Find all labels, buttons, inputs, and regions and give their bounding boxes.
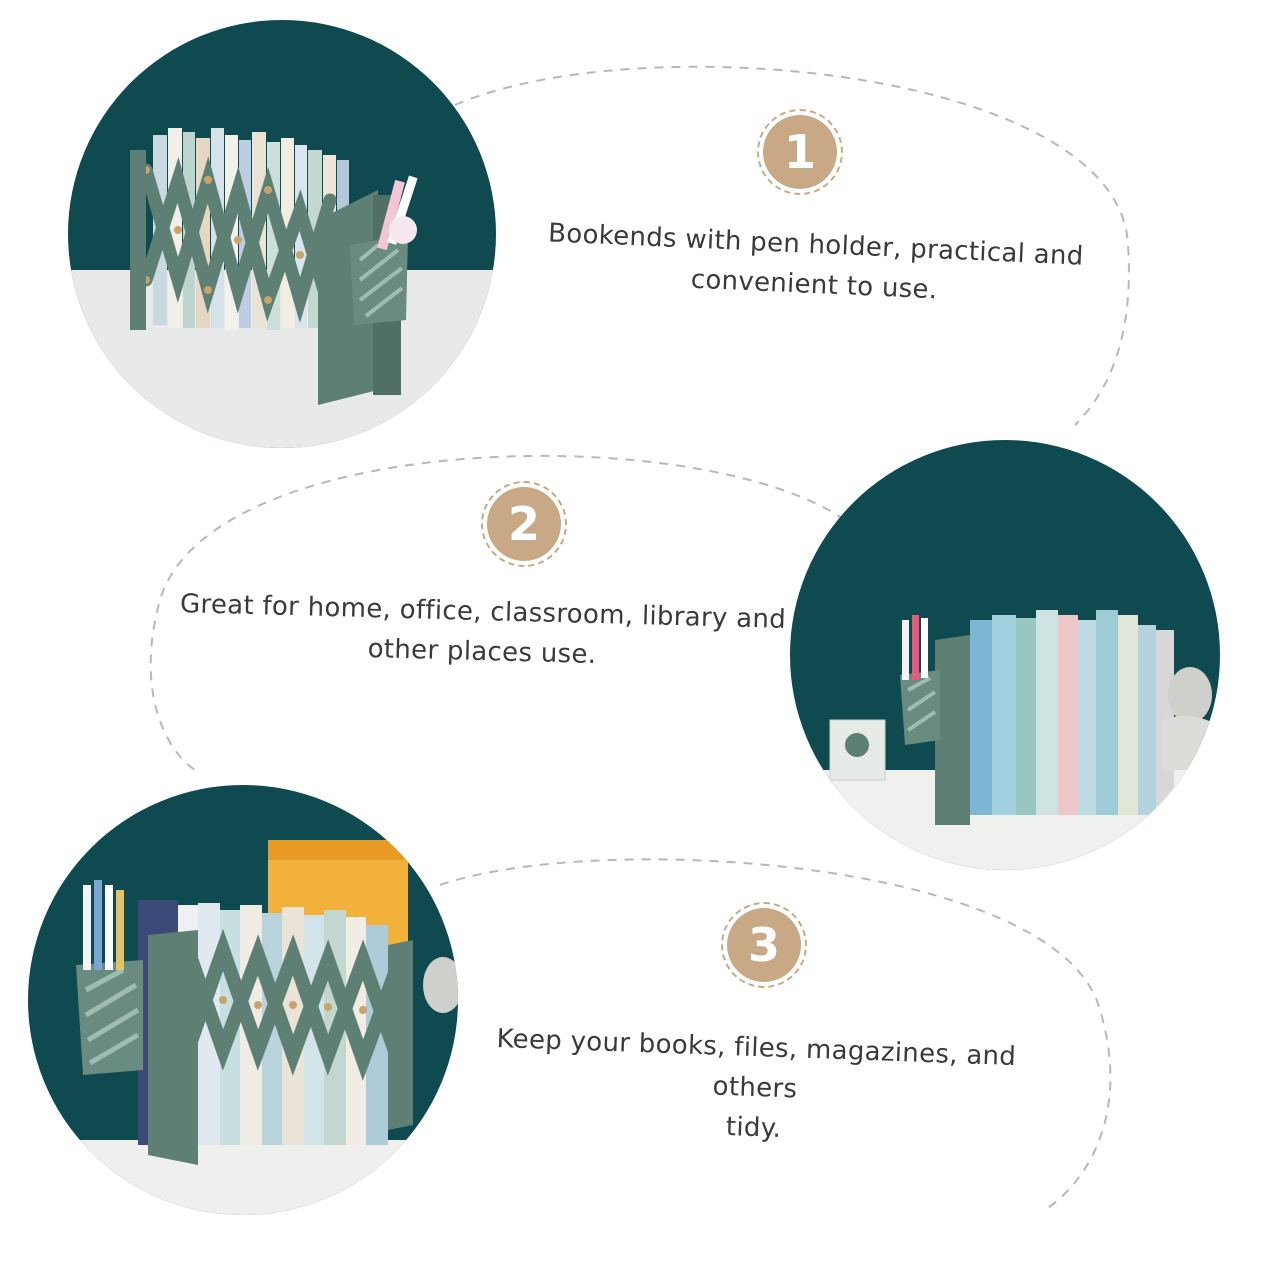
expandable-bookend-photo [68, 20, 496, 448]
bookend-desk-photo [28, 785, 458, 1215]
step-3-caption: Keep your books, files, magazines, and o… [448, 1017, 1062, 1158]
step-2-number: 2 [507, 497, 540, 551]
step-1-badge: 1 [757, 109, 843, 195]
step-3-badge: 3 [721, 902, 807, 988]
step-1-number: 1 [783, 125, 816, 179]
step-2-badge: 2 [481, 481, 567, 567]
bookend-shelf-photo [790, 440, 1220, 870]
step-3-number: 3 [747, 918, 780, 972]
dashed-curve-2 [149, 455, 846, 771]
step-2-caption: Great for home, office, classroom, libra… [174, 584, 791, 680]
dashed-curve-1 [454, 65, 1130, 426]
